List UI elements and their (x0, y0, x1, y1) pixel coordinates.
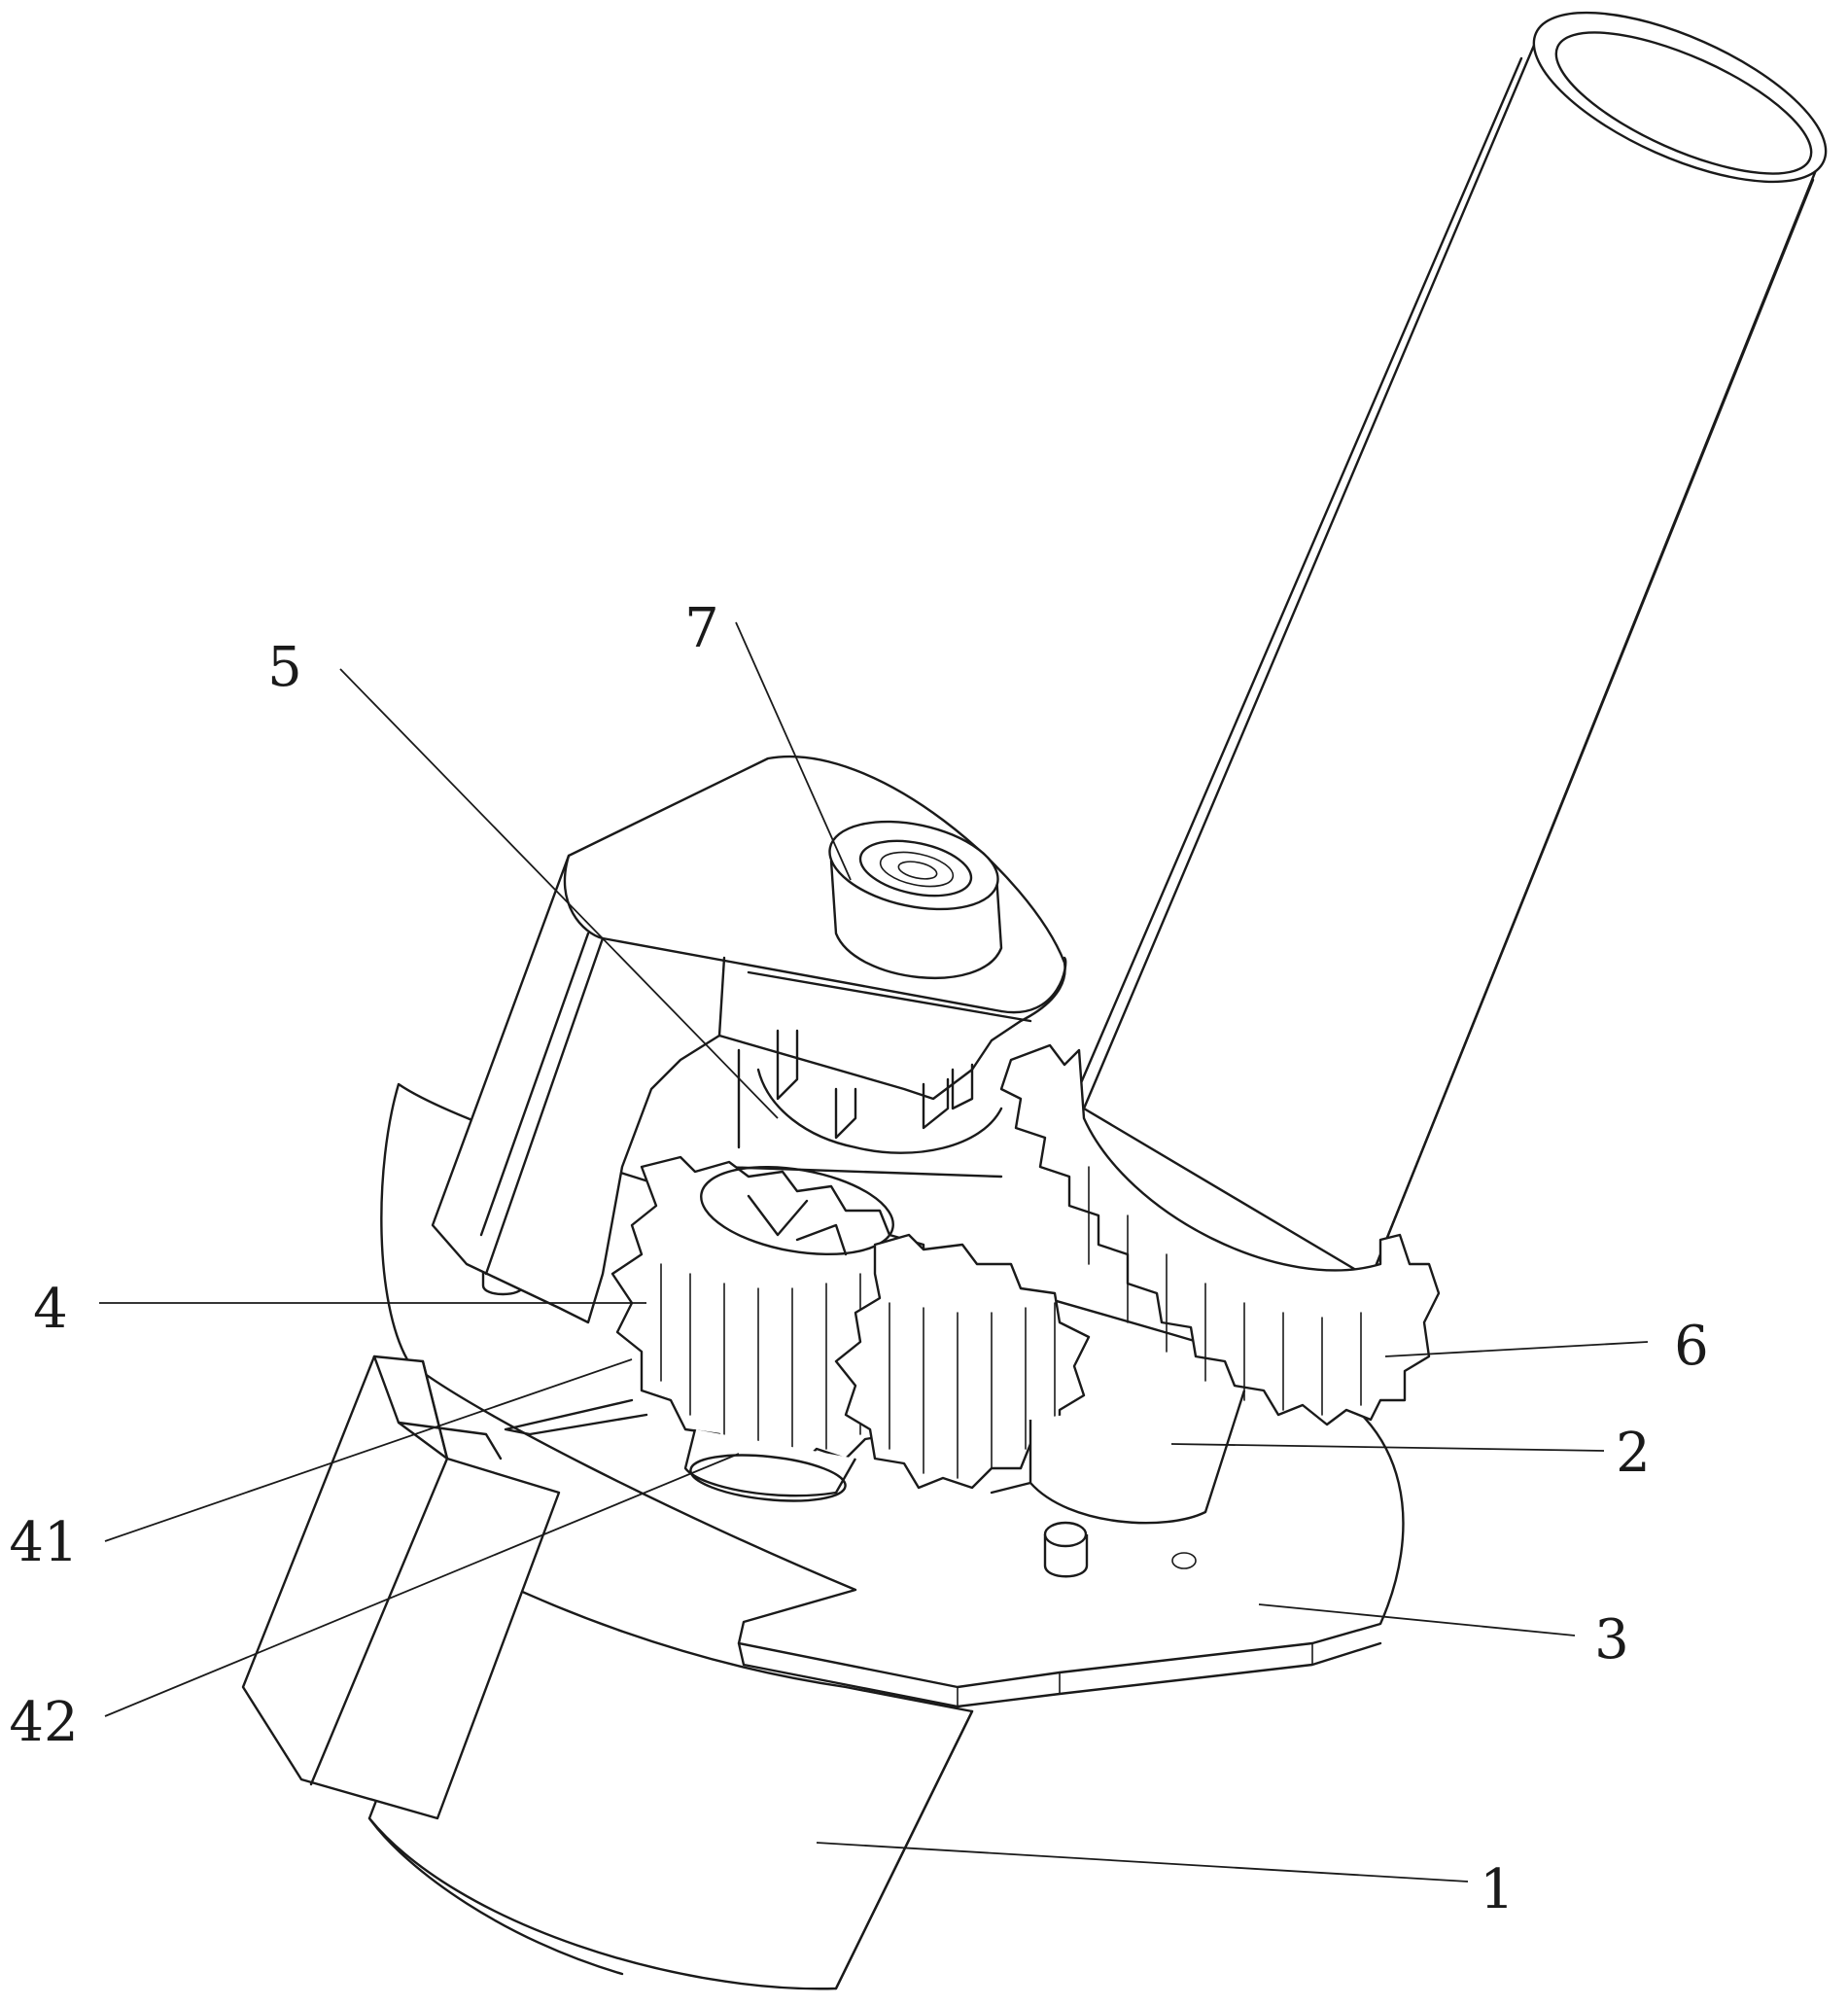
label-4: 4 (33, 1278, 68, 1341)
plate-pin (1043, 1521, 1197, 1578)
label-3: 3 (1594, 1608, 1629, 1672)
leader-1 (816, 1842, 1469, 1883)
leader-7 (735, 621, 852, 881)
leader-6 (1384, 1341, 1649, 1357)
gear-6 (999, 1043, 1441, 1426)
callout-labels: 1 2 3 4 41 42 5 6 7 (9, 597, 1708, 1921)
label-42: 42 (9, 1691, 78, 1754)
label-6: 6 (1674, 1315, 1709, 1378)
leader-lines (99, 621, 1649, 1883)
leader-42 (104, 1453, 740, 1717)
leader-41 (104, 1358, 633, 1542)
gear-shaft (504, 1398, 857, 1502)
bearing (828, 820, 1003, 980)
leader-3 (1258, 1603, 1576, 1636)
middle-gear (834, 1233, 1091, 1490)
label-2: 2 (1616, 1422, 1651, 1485)
label-41: 41 (9, 1511, 78, 1574)
motor-body (367, 1564, 974, 1990)
leader-2 (1170, 1443, 1605, 1452)
connector-block (241, 1355, 561, 1820)
label-1: 1 (1480, 1858, 1515, 1921)
label-7: 7 (684, 597, 719, 660)
leader-5 (339, 668, 779, 1119)
label-5: 5 (267, 636, 302, 699)
inner-gear-assembly (717, 1029, 1003, 1179)
hub-2 (990, 1390, 1246, 1525)
output-tube (1072, 11, 1828, 1281)
